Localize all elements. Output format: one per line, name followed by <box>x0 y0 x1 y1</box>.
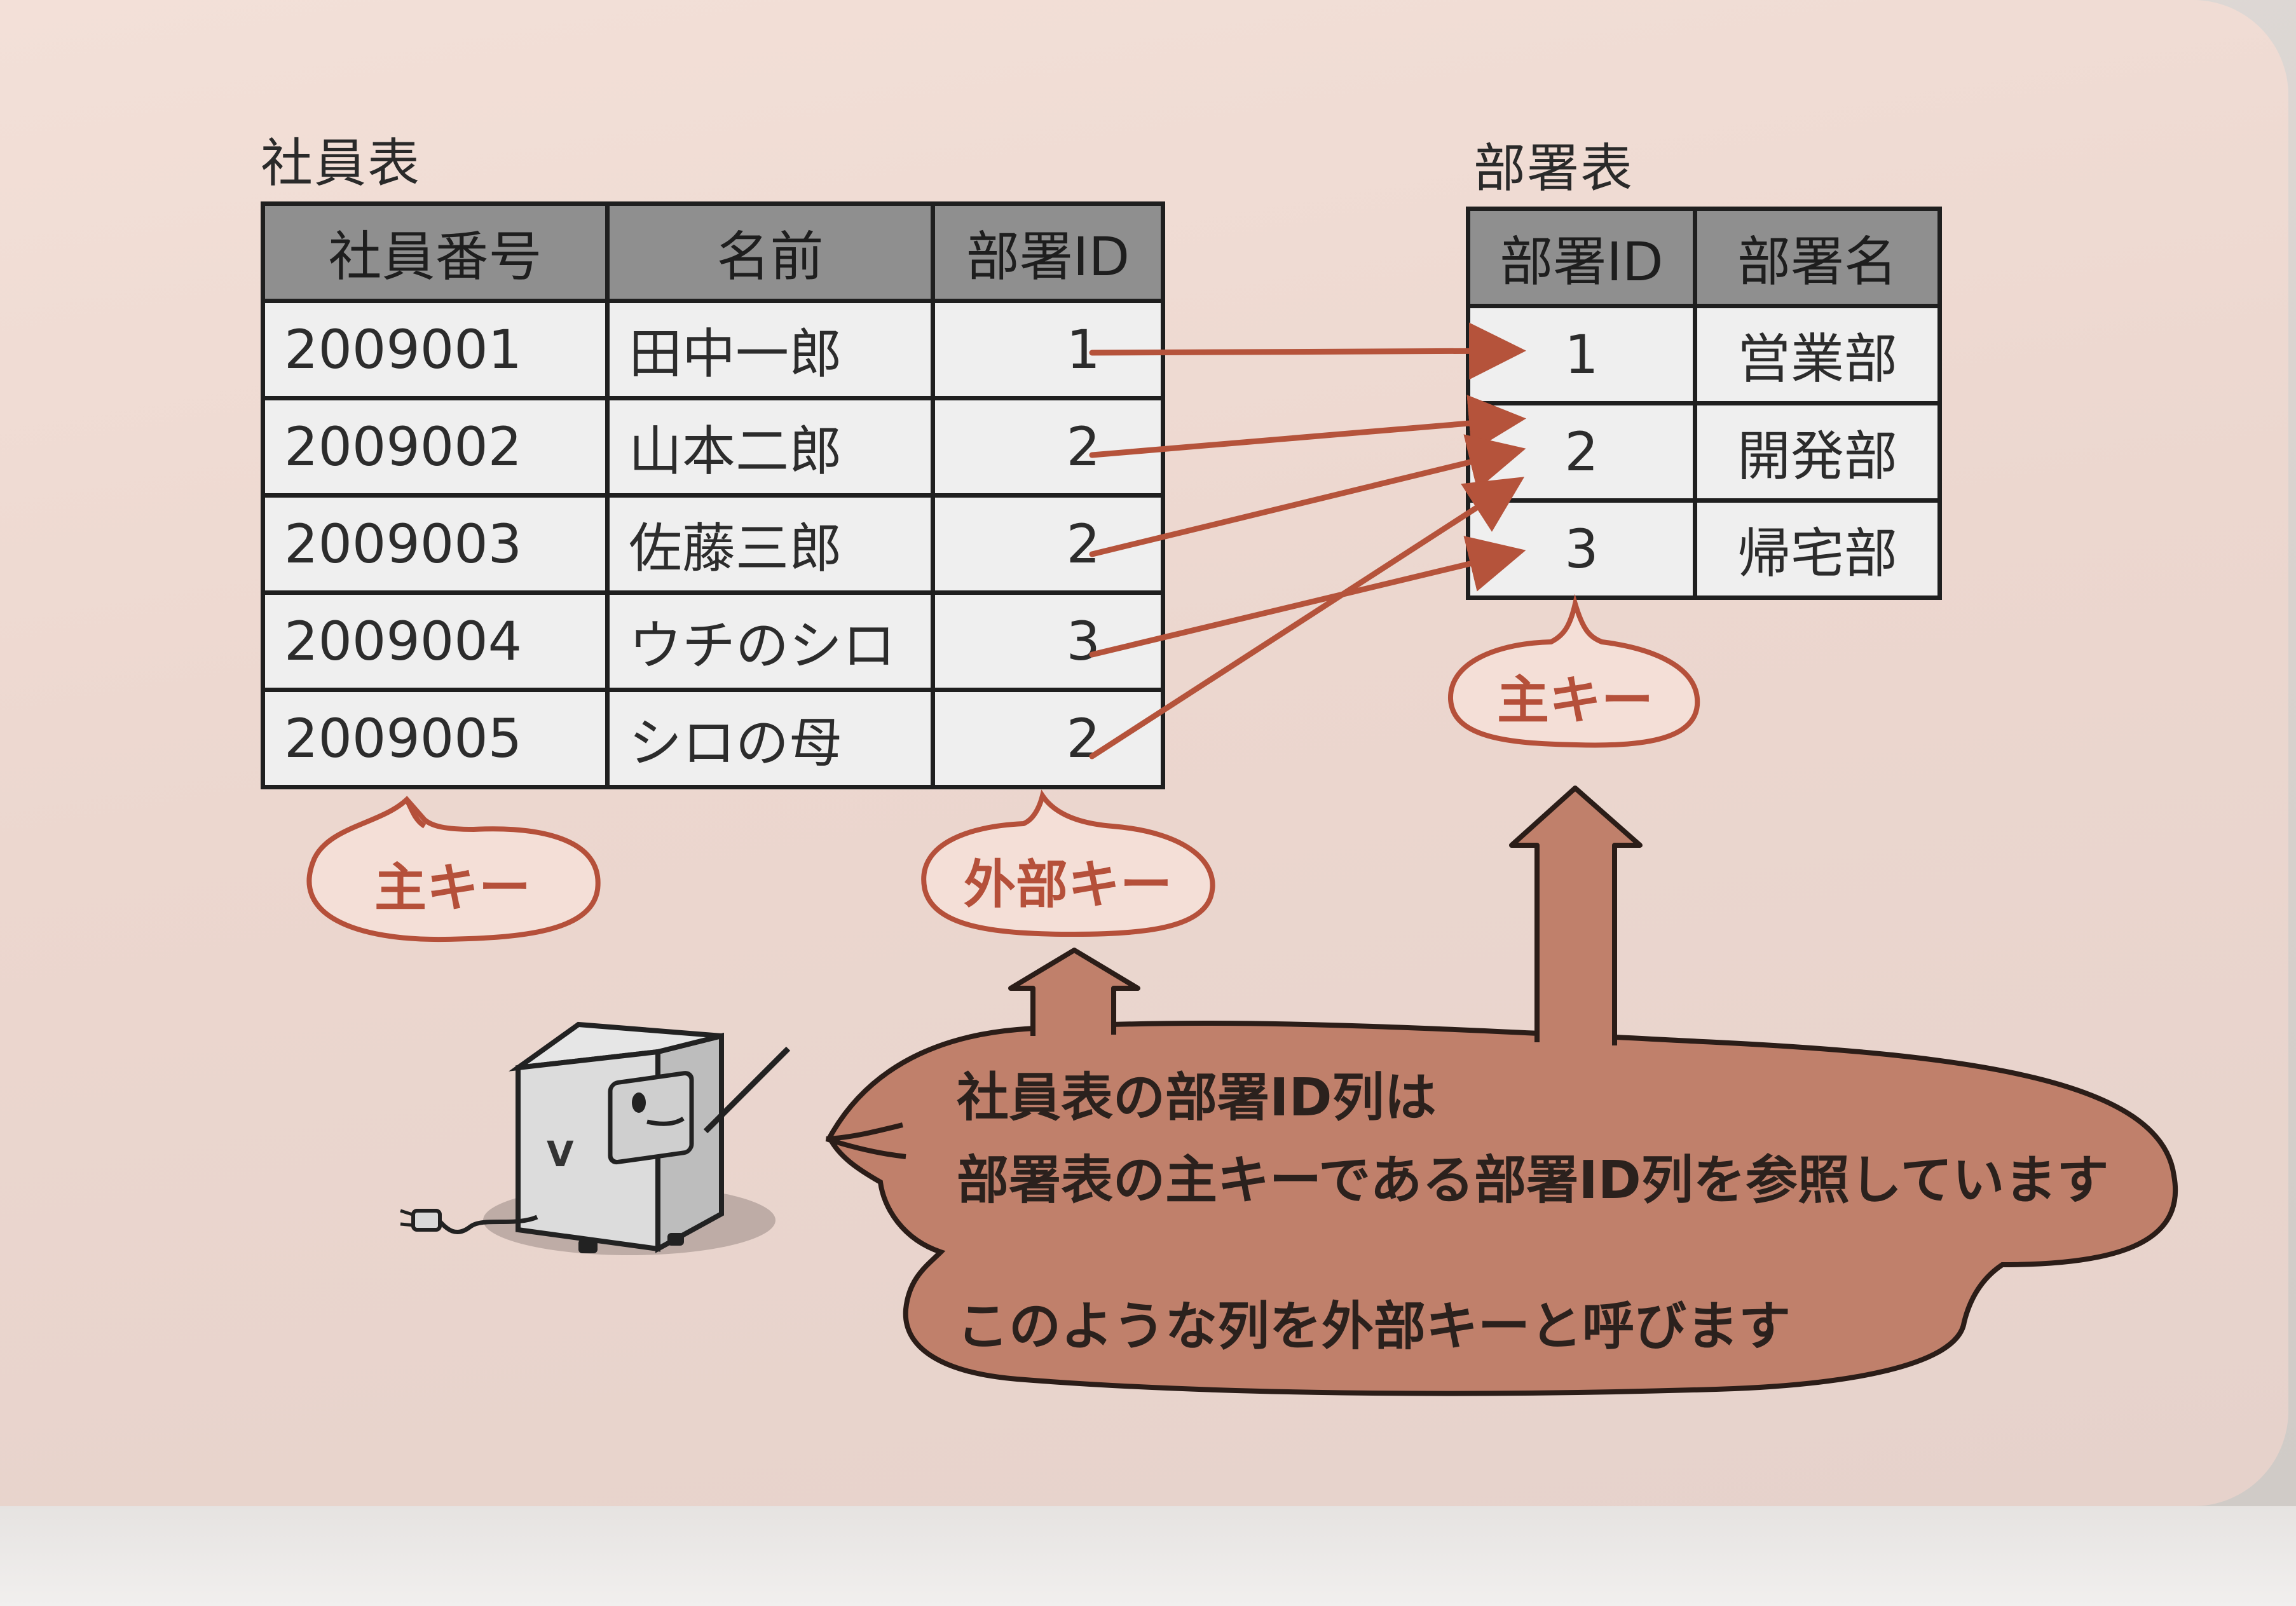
table-row: 2009005 シロの母 2 <box>261 688 1165 789</box>
table-row: 3 帰宅部 <box>1466 498 1942 600</box>
department-id-cell: 1 <box>1466 304 1697 405</box>
employee-id-cell: 2009005 <box>261 688 610 789</box>
employee-id-cell: 2009001 <box>261 299 610 400</box>
department-name-cell: 開発部 <box>1693 401 1942 503</box>
department-name-header: 部署名 <box>1693 207 1942 308</box>
employee-id-cell: 2009004 <box>261 590 610 692</box>
department-table: 部署ID 部署名 1 営業部 2 開発部 3 帰宅部 <box>1466 207 1942 600</box>
employee-name-header: 名前 <box>605 201 935 303</box>
table-row: 2009004 ウチのシロ 3 <box>261 590 1165 692</box>
employee-table-header-row: 社員番号 名前 部署ID <box>261 201 1165 303</box>
table-row: 2 開発部 <box>1466 401 1942 503</box>
employee-table: 社員番号 名前 部署ID 2009001 田中一郎 1 2009002 山本二郎… <box>261 201 1165 789</box>
employee-id-cell: 2009002 <box>261 396 610 498</box>
department-name-cell: 営業部 <box>1693 304 1942 405</box>
table-row: 2009002 山本二郎 2 <box>261 396 1165 498</box>
employee-name-cell: ウチのシロ <box>605 590 935 692</box>
page-bottom-strip <box>0 1506 2296 1606</box>
employee-name-cell: シロの母 <box>605 688 935 789</box>
employee-dept-id-cell: 1 <box>931 299 1165 400</box>
table-row: 2009001 田中一郎 1 <box>261 299 1165 400</box>
employee-id-cell: 2009003 <box>261 493 610 595</box>
department-name-cell: 帰宅部 <box>1693 498 1942 600</box>
department-id-cell: 2 <box>1466 401 1697 503</box>
table-row: 1 営業部 <box>1466 304 1942 405</box>
department-table-title: 部署表 <box>1473 139 1634 199</box>
employee-dept-id-cell: 2 <box>931 396 1165 498</box>
department-table-header-row: 部署ID 部署名 <box>1466 207 1942 308</box>
employee-id-header: 社員番号 <box>261 201 610 303</box>
employee-name-cell: 山本二郎 <box>605 396 935 498</box>
employee-dept-id-cell: 2 <box>931 493 1165 595</box>
department-id-header: 部署ID <box>1466 207 1697 308</box>
employee-table-title: 社員表 <box>261 133 421 194</box>
employee-name-cell: 田中一郎 <box>605 299 935 400</box>
employee-dept-id-cell: 3 <box>931 590 1165 692</box>
department-id-cell: 3 <box>1466 498 1697 600</box>
employee-dept-id-header: 部署ID <box>931 201 1165 303</box>
employee-name-cell: 佐藤三郎 <box>605 493 935 595</box>
employee-dept-id-cell: 2 <box>931 688 1165 789</box>
table-row: 2009003 佐藤三郎 2 <box>261 493 1165 595</box>
